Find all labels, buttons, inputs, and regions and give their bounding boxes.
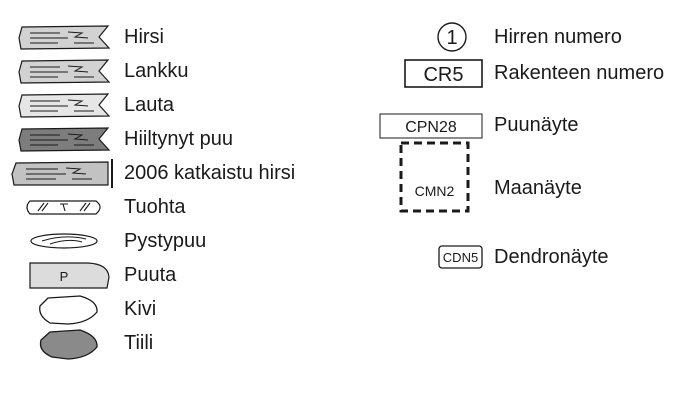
plank-icon [8, 54, 118, 88]
legend-label: Dendronäyte [494, 246, 609, 268]
legend-label: Pystypuu [124, 230, 207, 252]
structure-number-box-icon: CR5 [360, 56, 486, 90]
structure-number-code: CR5 [423, 64, 463, 86]
dendro-sample-box-icon: CDN5 [360, 240, 486, 274]
wood-sample-code: CPN28 [405, 119, 457, 136]
legend-label: 2006 katkaistu hirsi [124, 162, 296, 184]
legend-label: Tiili [124, 332, 154, 354]
dendro-sample-code: CDN5 [443, 250, 478, 265]
legend-label: Lauta [124, 94, 175, 116]
stone-icon [8, 292, 118, 326]
cut-log-icon [8, 156, 118, 190]
log-number-circle-icon: 1 [360, 20, 486, 54]
log-number-code: 1 [446, 27, 457, 49]
legend-label: Hiiltynyt puu [124, 128, 233, 150]
legend-label: Rakenteen numero [494, 62, 665, 84]
legend-label: Maanäyte [494, 177, 582, 199]
board-icon [8, 88, 118, 122]
legend-label: Puuta [124, 264, 177, 286]
wood-icon: P [8, 258, 118, 292]
log-icon [8, 20, 118, 54]
legend-label: Kivi [124, 298, 157, 320]
legend-label: Hirren numero [494, 26, 622, 48]
soil-sample-code: CMN2 [415, 183, 455, 199]
upright-wood-icon [8, 224, 118, 258]
wood-letter: P [60, 269, 69, 284]
legend-label: Lankku [124, 60, 189, 82]
legend-label: Tuohta [124, 196, 186, 218]
charred-wood-icon [8, 122, 118, 156]
legend-label: Hirsi [124, 26, 164, 48]
birch-bark-icon [8, 190, 118, 224]
wood-sample-box-icon: CPN28 [360, 108, 486, 142]
brick-icon [8, 326, 118, 360]
legend-label: Puunäyte [494, 114, 579, 136]
soil-sample-dashed-box-icon: CMN2 [360, 138, 486, 218]
